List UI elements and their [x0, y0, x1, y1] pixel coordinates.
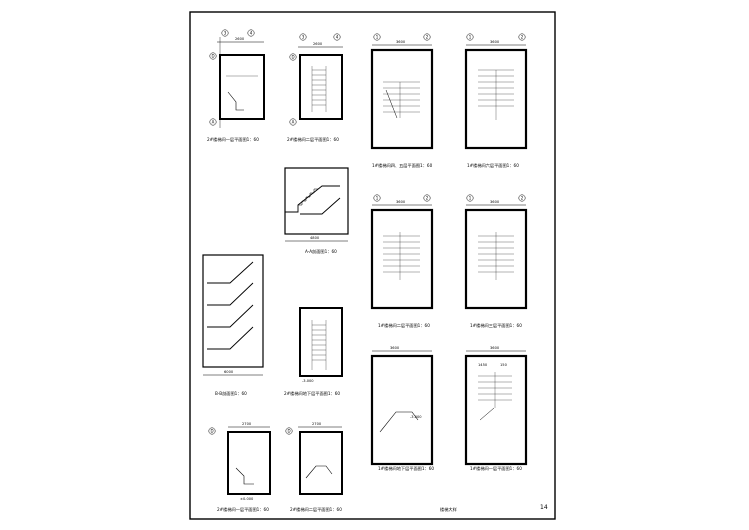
dim-1450: 1450	[478, 363, 488, 367]
dim-6000: 6000	[224, 370, 234, 374]
plan-2-floor1-top: 3 4 D A 2600 2#楼梯间一层平面图1：60	[207, 29, 265, 143]
axis-4: 4	[250, 31, 253, 36]
section-bb: 6000 B-B剖面图1：60	[202, 254, 264, 397]
axis-1: 1	[376, 196, 379, 201]
caption-p2-floor1-bottom: 2#楼梯间一层平面图1：60	[217, 506, 269, 513]
caption-p1-floor3: 1#楼梯间三层平面图1：60	[470, 322, 522, 329]
axis-2: 2	[426, 35, 429, 40]
dim-2700: 2700	[312, 422, 322, 426]
caption-p2-floor2: 2#楼梯间二层平面图1：60	[287, 136, 339, 143]
elev-minus: -3.000	[410, 415, 422, 419]
caption-section-aa: A-A剖面图1：60	[305, 248, 337, 255]
dim-2700: 2700	[242, 422, 252, 426]
axis-A: A	[292, 120, 295, 125]
axis-4: 4	[336, 35, 339, 40]
axis-2: 2	[521, 35, 524, 40]
caption-p1-floor2: 1#楼梯间二层平面图1：60	[378, 322, 430, 329]
plan-1-floor3: 1 2 3600 1#楼梯间三层平面图1：60	[464, 194, 528, 329]
plan-2-floor2-top: 3 4 D A 2600 2#楼梯间二层平面图1：60	[287, 33, 343, 143]
axis-A: A	[212, 120, 215, 125]
caption-p1-basement: 1#楼梯间地下层平面图1：60	[378, 465, 434, 472]
elev-zero: ±0.000	[240, 497, 254, 501]
axis-D: D	[210, 429, 213, 434]
caption-p1-floor4-5: 1#楼梯间四、五层平面图1：60	[372, 162, 433, 169]
caption-p2-floor2-bottom: 2#楼梯间二层平面图1：60	[290, 506, 342, 513]
dim-3600: 3600	[490, 200, 500, 204]
dim-4800: 4800	[310, 236, 320, 240]
axis-3: 3	[302, 35, 305, 40]
dim-2600: 2600	[313, 42, 323, 46]
caption-section-bb: B-B剖面图1：60	[215, 390, 247, 397]
axis-1: 1	[469, 196, 472, 201]
plan-1-basement: 3600 -3.000 1#楼梯间地下层平面图1：60	[370, 346, 434, 472]
sheet-title: 楼梯大样	[440, 506, 457, 513]
sheet-border	[189, 11, 556, 520]
axis-2: 2	[521, 196, 524, 201]
dim-150: 150	[500, 363, 508, 367]
dim-3600: 3600	[396, 200, 406, 204]
plan-2-basement: -3.000 2#楼梯间地下层平面图1：60	[284, 307, 343, 397]
dim-2600: 2600	[235, 37, 245, 41]
dim-3600: 3600	[490, 40, 500, 44]
caption-p1-floor6: 1#楼梯间六层平面图1：60	[467, 162, 519, 169]
plan-2-floor1-bottom: D 2700 ±0.000 2#楼梯间一层平面图1：60	[208, 422, 271, 513]
axis-2: 2	[426, 196, 429, 201]
caption-p1-floor1: 1#楼梯间一层平面图1：60	[470, 465, 522, 472]
plan-2-floor2-bottom: D 2700 2#楼梯间二层平面图1：60	[285, 422, 343, 513]
axis-1: 1	[376, 35, 379, 40]
section-aa: 4800 A-A剖面图1：60	[284, 167, 349, 255]
plan-1-floor4-5: 1 2 3600 1#楼梯间四、五层平面图1：60	[370, 33, 434, 169]
elev-minus: -3.000	[302, 379, 314, 383]
axis-1: 1	[469, 35, 472, 40]
axis-D: D	[291, 55, 294, 60]
page-number: 14	[540, 504, 548, 511]
dim-3600: 3600	[390, 346, 400, 350]
axis-D: D	[211, 54, 214, 59]
plan-1-floor6: 1 2 3600 1#楼梯间六层平面图1：60	[464, 33, 528, 169]
dim-3600: 3600	[490, 346, 500, 350]
plan-1-floor1: 1450 150 3600 1#楼梯间一层平面图1：60	[464, 346, 528, 472]
plan-1-floor2: 1 2 3600 1#楼梯间二层平面图1：60	[370, 194, 434, 329]
dim-3600: 3600	[396, 40, 406, 44]
axis-D: D	[287, 429, 290, 434]
caption-p2-floor1: 2#楼梯间一层平面图1：60	[207, 136, 259, 143]
caption-p2-basement: 2#楼梯间地下层平面图1：60	[284, 390, 340, 397]
axis-3: 3	[224, 31, 227, 36]
